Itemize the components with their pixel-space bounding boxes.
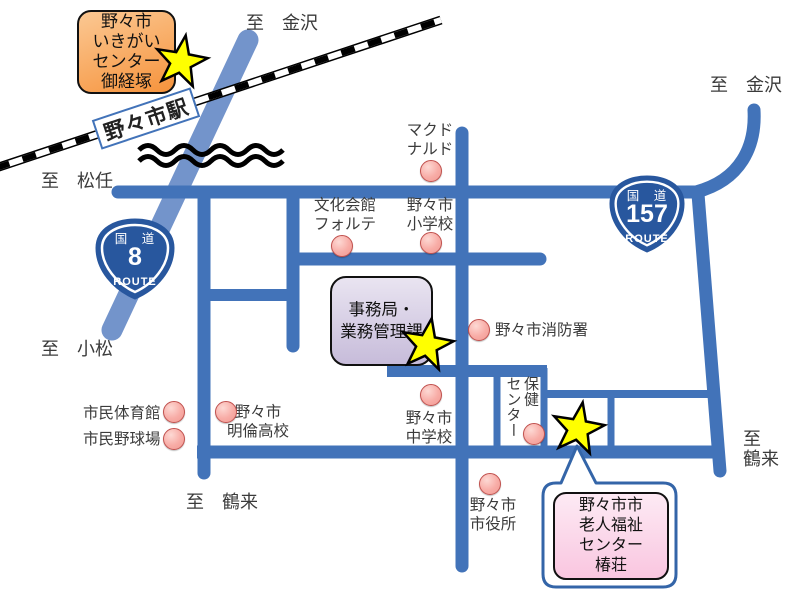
route-8-route: ROUTE: [113, 276, 157, 288]
poi-circle-yakyuujou: [163, 428, 185, 450]
poi-label-taiikukan: 市民体育館: [83, 405, 161, 422]
star-icon-ikigai: [153, 31, 212, 90]
road-curve-to-kanazawa: [689, 103, 761, 199]
poi-circle-meirin: [215, 401, 237, 423]
poi-circle-hoken-center: [523, 423, 545, 445]
poi-label-shoubousho: 野々市消防署: [495, 322, 589, 339]
direction-kanazawa-top: 至 金沢: [246, 13, 318, 33]
route-shield-icon: [609, 175, 685, 253]
poi-circle-taiikukan: [163, 401, 185, 423]
poi-label-chuugakkou: 野々市 中学校: [405, 410, 453, 446]
route-8-badge: 国 道 8 ROUTE: [95, 218, 175, 300]
poi-label-bunkakaikan: 文化会館 フォルテ: [313, 197, 377, 233]
route-157-number: 157: [626, 200, 668, 228]
direction-komatsu: 至 小松: [41, 339, 113, 359]
direction-matto: 至 松任: [41, 171, 113, 191]
poi-circle-shougakkou: [420, 232, 442, 254]
poi-label-meirin: 野々市 明倫高校: [226, 404, 290, 440]
star-icon-jimukyoku: [399, 314, 458, 373]
route-shield-icon: [95, 218, 175, 300]
poi-circle-shoubousho: [468, 319, 490, 341]
star-icon-tsubakisou: [550, 398, 609, 457]
direction-tsurugi-right: 至 鶴来: [743, 429, 779, 469]
railway-line: [0, 15, 443, 172]
tsubakisou-box: 野々市市 老人福祉 センター 椿荘: [553, 492, 669, 580]
poi-circle-chuugakkou: [420, 384, 442, 406]
route-157-badge: 国 道 157 ROUTE: [609, 175, 685, 253]
poi-label-mcdonalds: マクド ナルド: [406, 122, 454, 158]
poi-label-shiyakusho: 野々市 市役所: [469, 497, 517, 533]
road-right-slant: [691, 187, 727, 478]
route-8-number: 8: [128, 243, 142, 271]
road-grid: [111, 103, 761, 573]
route-157-kokudo: 国 道: [626, 189, 668, 203]
poi-label-yakyuujou: 市民野球場: [83, 431, 161, 448]
direction-tsurugi-bottom: 至 鶴来: [186, 492, 258, 512]
poi-circle-shiyakusho: [479, 473, 501, 495]
poi-circle-mcdonalds: [420, 160, 442, 182]
river-waves-icon: [137, 143, 285, 168]
poi-label-shougakkou: 野々市 小学校: [406, 197, 454, 233]
route-8-kokudo: 国 道: [114, 232, 156, 246]
poi-label-hoken-center: 保健 センター: [504, 376, 540, 438]
poi-circle-bunkakaikan: [331, 235, 353, 257]
direction-kanazawa-right: 至 金沢: [710, 75, 782, 95]
route-157-route: ROUTE: [625, 233, 669, 245]
